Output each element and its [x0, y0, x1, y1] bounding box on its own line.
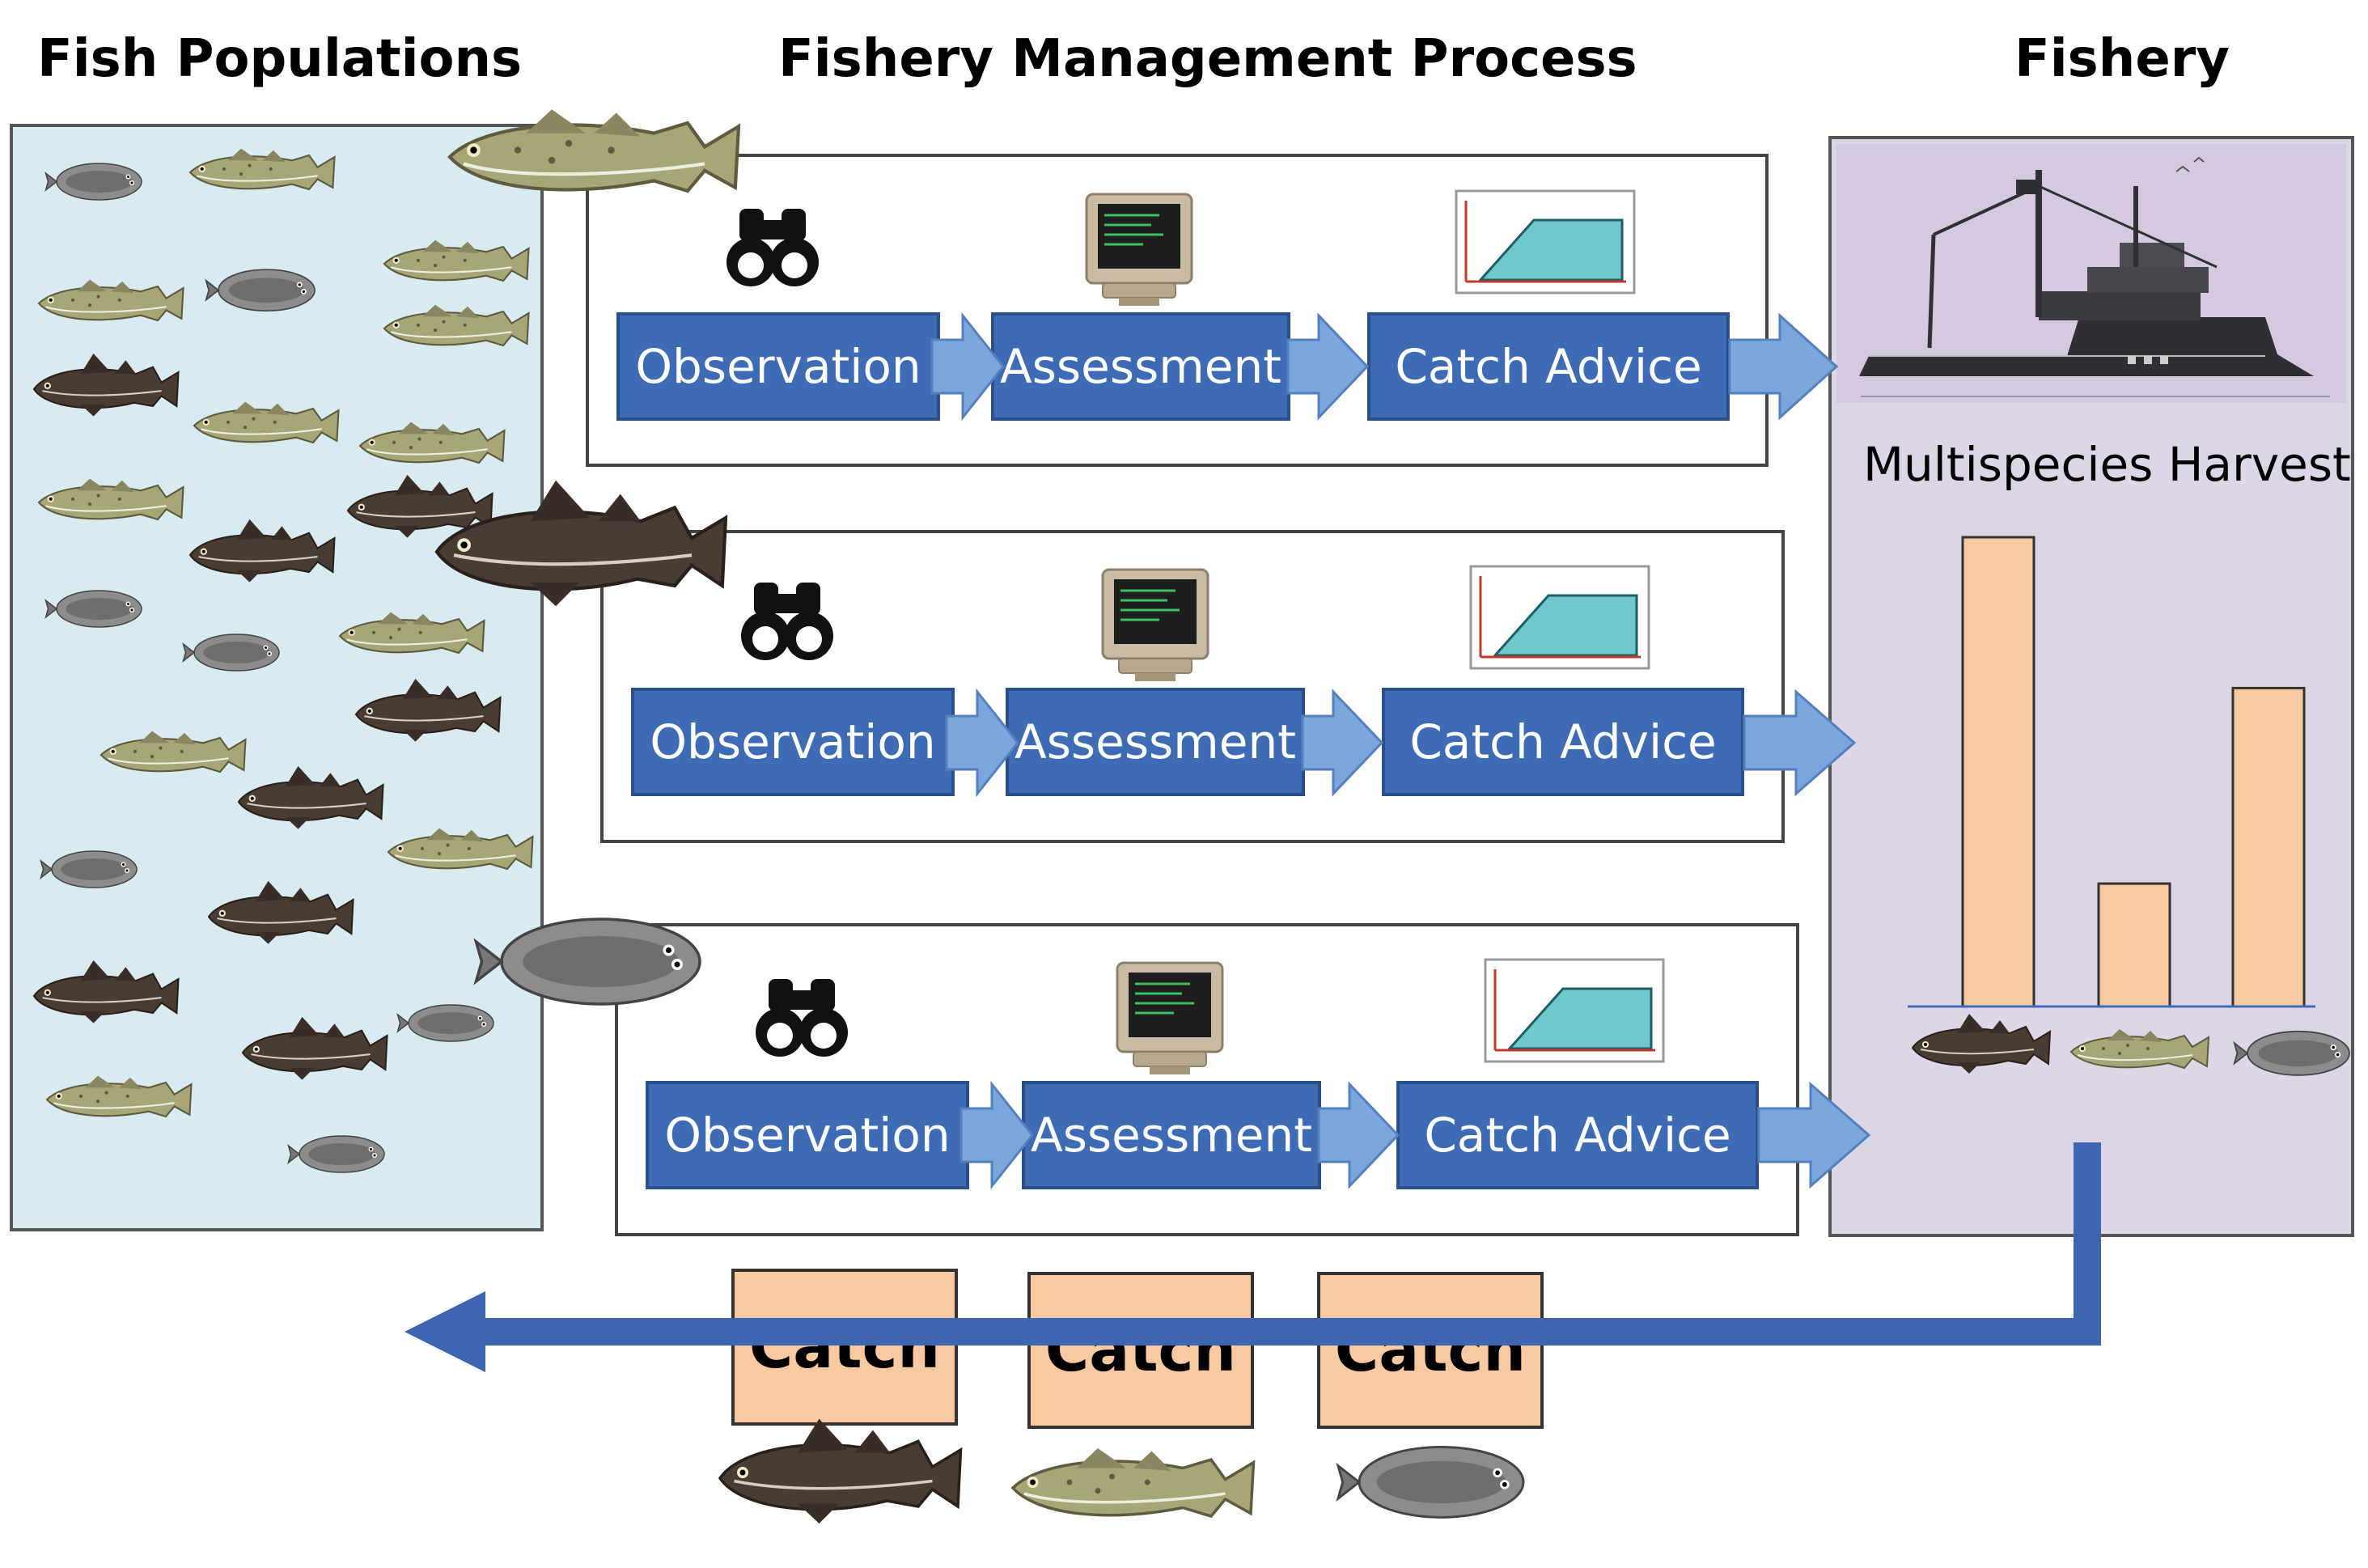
catch-haddock-icon — [718, 1417, 963, 1525]
cod-icon — [37, 477, 184, 521]
cod-icon — [100, 730, 247, 773]
cod-icon — [37, 278, 184, 322]
catch-advice-step-2: Catch Advice — [1382, 688, 1744, 796]
arrow-right-icon — [945, 688, 1019, 798]
cod-icon — [383, 303, 530, 347]
arrow-right-icon — [930, 311, 1005, 422]
harvest-bar-haddock — [1961, 536, 2035, 1008]
assessment-step-3: Assessment — [1022, 1081, 1321, 1189]
flatfish-icon — [44, 163, 142, 201]
binoculars-icon — [726, 209, 819, 286]
cod-icon — [189, 147, 336, 191]
harvest-bar-cod — [2097, 882, 2171, 1008]
population-fish — [32, 147, 534, 1173]
assessment-step-1: Assessment — [991, 312, 1290, 421]
monitor-icon — [1085, 193, 1193, 307]
arrow-right-icon — [1317, 1081, 1400, 1189]
arrow-right-icon — [1286, 312, 1370, 421]
flatfish-icon — [287, 1135, 385, 1173]
harvest-bar-chart — [1961, 536, 2306, 1008]
binoculars-icon — [756, 979, 848, 1057]
arrow-right-icon — [1301, 689, 1384, 797]
catch-box-flatfish: Catch — [1317, 1272, 1544, 1429]
cod-icon — [338, 611, 485, 655]
haddock-icon — [354, 677, 502, 743]
haddock-icon — [189, 518, 336, 583]
catch-advice-step-1: Catch Advice — [1367, 312, 1730, 421]
step-arrows — [930, 311, 1871, 1190]
monitor-icon — [1116, 961, 1224, 1076]
observation-step-3: Observation — [646, 1081, 969, 1189]
hcr-chart-icon — [1484, 958, 1665, 1063]
management-process-title: Fishery Management Process — [778, 29, 1637, 89]
flatfish-icon-large — [474, 917, 701, 1006]
catch-feedback-arrow — [405, 1142, 2101, 1372]
flatfish-icon — [44, 590, 142, 628]
cod-icon — [193, 400, 340, 444]
observation-step-2: Observation — [631, 688, 955, 796]
flatfish-icon — [182, 634, 280, 672]
arrow-right-icon — [1728, 312, 1839, 421]
cod-icon-large — [450, 109, 739, 191]
monitor-icon — [1101, 568, 1209, 683]
observation-step-1: Observation — [616, 312, 940, 421]
catch-cod-icon — [1011, 1447, 1256, 1518]
catch-advice-step-3: Catch Advice — [1396, 1081, 1759, 1189]
flatfish-icon — [205, 269, 316, 312]
arrow-left-icon — [405, 1291, 485, 1372]
fishing-boat-icon — [1859, 156, 2330, 397]
harvest-title: Multispecies Harvest — [1863, 437, 2351, 492]
arrow-right-icon — [1743, 689, 1857, 797]
cod-icon — [383, 239, 530, 282]
harvest-bar-flatfish — [2231, 686, 2306, 1008]
harvest-flatfish-icon — [2233, 1030, 2350, 1076]
catch-flatfish-icon — [1337, 1445, 1525, 1519]
cod-icon — [45, 1074, 193, 1118]
harvest-cod-icon — [2070, 1028, 2209, 1069]
haddock-icon-large — [437, 481, 726, 606]
arrow-right-icon — [959, 1080, 1034, 1190]
fish-populations-title: Fish Populations — [37, 29, 523, 89]
haddock-icon — [241, 1015, 388, 1081]
haddock-icon — [32, 352, 180, 417]
flatfish-icon — [40, 850, 138, 888]
hcr-chart-icon — [1455, 189, 1636, 295]
fishery-title: Fishery — [2014, 29, 2230, 89]
hcr-chart-icon — [1469, 565, 1650, 670]
haddock-icon — [207, 879, 354, 945]
haddock-icon — [32, 959, 180, 1024]
harvest-haddock-icon — [1912, 1013, 2051, 1074]
haddock-icon — [237, 765, 384, 830]
cod-icon — [387, 827, 534, 871]
flatfish-icon — [396, 1004, 494, 1042]
catch-box-cod: Catch — [1027, 1272, 1254, 1429]
arrow-right-icon — [1757, 1081, 1871, 1189]
binoculars-icon — [741, 583, 833, 660]
cod-icon — [358, 421, 506, 464]
